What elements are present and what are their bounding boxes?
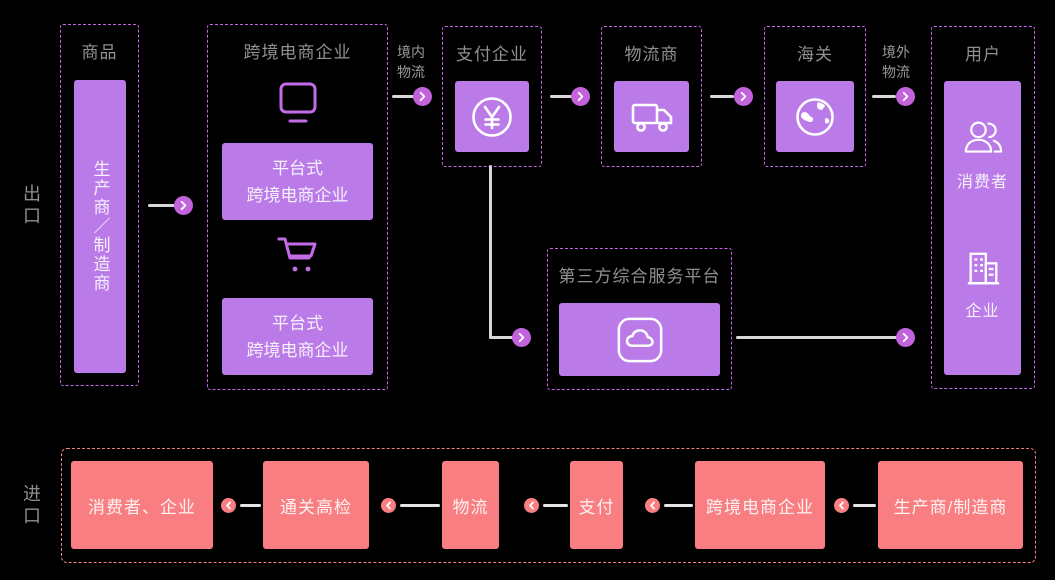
third-party-platform-node	[559, 303, 720, 376]
import-step-payment: 支付	[570, 461, 623, 549]
overseas-logistics-label: 境外 物流	[876, 42, 916, 82]
domestic-logistics-line2: 物流	[397, 64, 425, 80]
import-flow-container	[61, 448, 1036, 563]
connector-payment-to-platform	[489, 336, 513, 339]
chevron-left-icon	[384, 501, 393, 510]
yen-currency-icon	[469, 94, 515, 140]
arrow-customs-to-users	[896, 87, 915, 106]
connector-goods-to-ecommerce	[148, 204, 176, 207]
payment-node	[455, 81, 529, 152]
import-step-producer: 生产商/制造商	[878, 461, 1023, 549]
arrow-logistics-to-customs	[734, 87, 753, 106]
ecommerce-box-title: 跨境电商企业	[243, 43, 352, 62]
arrow-platform-to-users	[896, 328, 915, 347]
import-step-consumers: 消费者、企业	[71, 461, 213, 549]
arrow-ecommerce-to-payment	[413, 87, 432, 106]
customs-box: 海关	[764, 26, 866, 167]
platform-ecommerce-node-bottom: 平台式 跨境电商企业	[222, 298, 373, 375]
arrow-goods-to-ecommerce	[174, 196, 193, 215]
arrow-import-4	[645, 498, 660, 513]
users-node: 消费者 企业	[944, 81, 1021, 375]
import-step-ecommerce: 跨境电商企业	[695, 461, 825, 549]
goods-box: 商品 生产商／制造商	[60, 24, 139, 386]
users-box: 用户 消费者	[931, 26, 1035, 389]
chevron-right-icon	[738, 91, 749, 102]
platform-top-line2: 跨境电商企业	[246, 185, 349, 205]
cloud-icon	[616, 316, 664, 364]
export-side-label: 出口	[21, 184, 41, 228]
logistics-box: 物流商	[601, 26, 702, 167]
chevron-right-icon	[178, 200, 189, 211]
third-party-platform-box: 第三方综合服务平台	[547, 248, 732, 390]
platform-bottom-line2: 跨境电商企业	[246, 340, 349, 360]
logistics-box-title: 物流商	[624, 45, 679, 64]
ecommerce-box: 跨境电商企业 平台式 跨境电商企业 平台式 跨境电商企业	[207, 24, 388, 390]
logistics-node	[614, 81, 689, 152]
platform-ecommerce-node-top: 平台式 跨境电商企业	[222, 143, 373, 220]
arrow-import-3	[524, 498, 539, 513]
arrow-payment-to-logistics	[571, 87, 590, 106]
connector-customs-to-users	[872, 95, 896, 98]
platform-bottom-line1: 平台式	[272, 313, 323, 333]
payment-box-title: 支付企业	[456, 45, 528, 64]
connector-logistics-to-customs	[710, 95, 734, 98]
domestic-logistics-label: 境内 物流	[391, 42, 431, 82]
chevron-left-icon	[527, 501, 536, 510]
monitor-icon	[275, 81, 321, 125]
customs-node	[776, 81, 854, 152]
overseas-logistics-line2: 物流	[882, 64, 910, 80]
domestic-logistics-line1: 境内	[397, 44, 425, 60]
import-step-logistics: 物流	[442, 461, 499, 549]
enterprise-label: 企业	[965, 303, 1000, 320]
arrow-import-5	[834, 498, 849, 513]
platform-top-line1: 平台式	[272, 158, 323, 178]
payment-box: 支付企业	[442, 26, 542, 167]
connector-payment-down	[489, 165, 492, 339]
users-icon	[961, 119, 1005, 157]
building-icon	[962, 250, 1004, 288]
shopping-cart-icon	[276, 235, 320, 277]
third-party-platform-title: 第三方综合服务平台	[558, 267, 721, 286]
goods-box-title: 商品	[81, 43, 118, 62]
chevron-left-icon	[224, 501, 233, 510]
globe-icon	[793, 95, 837, 139]
chevron-right-icon	[575, 91, 586, 102]
import-step-customs-inspection: 通关高检	[263, 461, 369, 549]
connector-import-3	[543, 504, 568, 507]
users-box-title: 用户	[965, 45, 1001, 64]
arrow-import-2	[381, 498, 396, 513]
overseas-logistics-line1: 境外	[882, 44, 910, 60]
chevron-right-icon	[900, 332, 911, 343]
producer-node: 生产商／制造商	[74, 80, 126, 373]
consumer-label: 消费者	[956, 174, 1008, 191]
customs-box-title: 海关	[797, 45, 833, 64]
arrow-import-1	[221, 498, 236, 513]
chevron-left-icon	[648, 501, 657, 510]
connector-import-4	[664, 504, 693, 507]
connector-ecommerce-to-payment	[392, 95, 414, 98]
connector-import-2	[400, 504, 440, 507]
connector-payment-to-logistics	[550, 95, 572, 98]
chevron-left-icon	[837, 501, 846, 510]
connector-import-5	[853, 504, 876, 507]
connector-import-1	[240, 504, 261, 507]
chevron-right-icon	[900, 91, 911, 102]
import-side-label: 进口	[21, 484, 41, 528]
chevron-right-icon	[417, 91, 428, 102]
arrow-into-platform	[512, 328, 531, 347]
truck-icon	[629, 97, 675, 137]
producer-label: 生产商／制造商	[90, 160, 110, 293]
connector-platform-to-users	[736, 336, 897, 339]
chevron-right-icon	[516, 332, 527, 343]
